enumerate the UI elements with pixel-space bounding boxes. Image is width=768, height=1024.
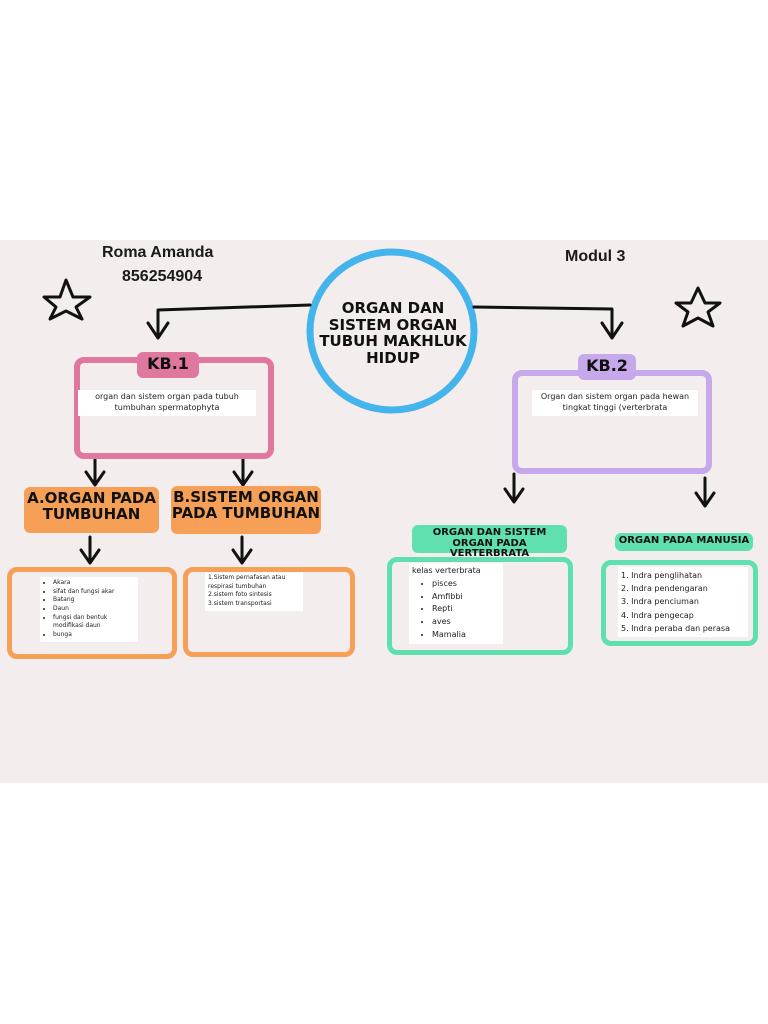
list-item: pisces — [432, 578, 500, 591]
list-item: 4. Indra pengecap — [621, 610, 694, 620]
list-item: bunga — [53, 631, 135, 640]
organ-tumbuhan-frame — [7, 567, 177, 659]
list-item: 5. Indra peraba dan perasa — [621, 623, 730, 633]
verterbrata-tag: ORGAN DAN SISTEM ORGAN PADA VERTERBRATA — [412, 525, 567, 559]
star-icon — [42, 278, 92, 321]
list-item: sifat dan fungsi akar — [53, 588, 135, 597]
author-id: 856254904 — [122, 268, 203, 285]
arrow-down-icon — [231, 535, 253, 565]
list-item: 1.Sistem pernafasan atau respirasi tumbu… — [208, 574, 286, 590]
list-item: Repti — [432, 603, 500, 616]
arrow-down-icon — [146, 321, 170, 340]
list-item: Batang — [53, 596, 135, 605]
arrow-down-icon — [84, 456, 106, 487]
list-item: aves — [432, 616, 500, 629]
list-item: Daun — [53, 605, 135, 614]
manusia-frame — [601, 560, 758, 646]
kb2-frame — [512, 370, 712, 474]
center-circle — [306, 248, 478, 414]
verterbrata-frame — [387, 557, 573, 655]
star-icon — [674, 286, 722, 328]
list-item: Mamalia — [432, 629, 500, 642]
author-name: Roma Amanda — [102, 244, 214, 261]
arrow-down-icon — [600, 321, 624, 340]
list-item: 3. Indra penciuman — [621, 597, 699, 607]
module-label: Modul 3 — [565, 248, 626, 265]
manusia-list: 1. Indra penglihatan 2. Indra pendengara… — [618, 567, 748, 637]
kb2-description: Organ dan sistem organ pada hewan tingka… — [532, 390, 698, 416]
list-item: 2. Indra pendengaran — [621, 584, 708, 594]
list-item: Amfibbi — [432, 591, 500, 604]
list-item: 2.sistem foto sintesis — [208, 591, 272, 599]
organ-tumbuhan-list: Akara sifat dan fungsi akar Batang Daun … — [40, 577, 138, 642]
kb1-tag: KB.1 — [137, 352, 199, 378]
connector-left — [156, 303, 312, 337]
list-item: Akara — [53, 579, 135, 588]
list-item: 1. Indra penglihatan — [621, 571, 703, 580]
kb1-description: organ dan sistem organ pada tubuh tumbuh… — [78, 390, 256, 416]
sistem-organ-tumbuhan-tag: B.SISTEM ORGAN PADA TUMBUHAN — [171, 486, 321, 534]
verterbrata-list: kelas verterbrata pisces Amfibbi Repti a… — [409, 563, 503, 644]
organ-tumbuhan-tag: A.ORGAN PADA TUMBUHAN — [24, 487, 159, 533]
arrow-down-icon — [232, 456, 254, 487]
manusia-tag: ORGAN PADA MANUSIA — [615, 533, 753, 551]
list-heading: kelas verterbrata — [412, 566, 481, 575]
sistem-organ-tumbuhan-frame — [183, 567, 355, 657]
arrow-down-icon — [503, 472, 525, 504]
list-item: fungsi dan bentuk modifikasi daun — [53, 614, 135, 631]
list-item: 3.sistem transportasi — [208, 600, 272, 608]
arrow-down-icon — [79, 535, 101, 565]
kb2-tag: KB.2 — [578, 354, 636, 380]
arrow-down-icon — [694, 476, 716, 508]
sistem-organ-tumbuhan-list: 1.Sistem pernafasan atau respirasi tumbu… — [205, 572, 303, 611]
center-title: ORGAN DAN SISTEM ORGAN TUBUH MAKHLUK HID… — [319, 299, 467, 367]
connector-right — [472, 305, 614, 337]
